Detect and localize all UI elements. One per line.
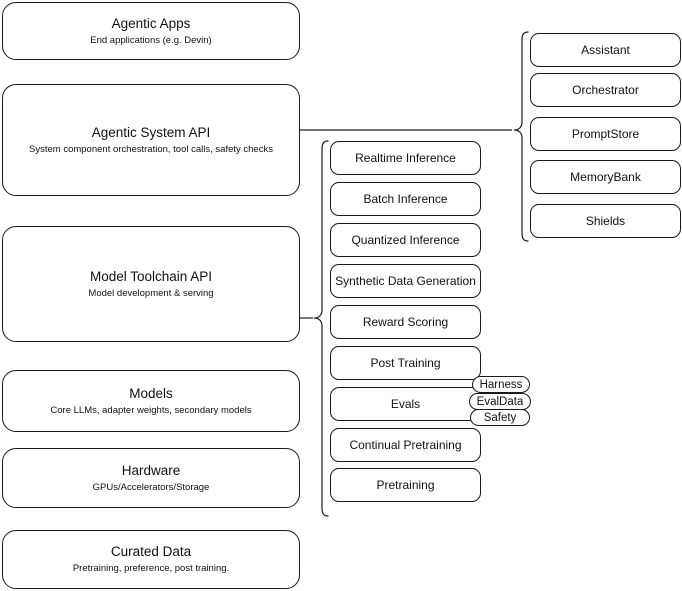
component-assistant[interactable]: Assistant: [530, 33, 681, 67]
layer-subtitle: Pretraining, preference, post training.: [72, 563, 230, 574]
component-label: Shields: [585, 213, 626, 228]
eval-tag-label: Safety: [483, 411, 517, 424]
layer-curated-data[interactable]: Curated Data Pretraining, preference, po…: [2, 530, 300, 589]
layer-subtitle: Model development & serving: [88, 287, 214, 299]
layer-subtitle: GPUs/Accelerators/Storage: [92, 481, 210, 493]
eval-tag-harness[interactable]: Harness: [472, 376, 530, 393]
layer-title: Models: [129, 385, 173, 401]
layer-models[interactable]: Models Core LLMs, adapter weights, secon…: [2, 370, 300, 432]
capability-realtime-inference[interactable]: Realtime Inference: [330, 141, 481, 175]
layer-title: Agentic System API: [91, 124, 211, 140]
eval-tag-evaldata[interactable]: EvalData: [469, 393, 531, 410]
component-label: MemoryBank: [570, 169, 641, 184]
component-shields[interactable]: Shields: [530, 204, 681, 238]
capability-label: Continual Pretraining: [349, 437, 462, 452]
layer-subtitle: Core LLMs, adapter weights, secondary mo…: [50, 404, 252, 416]
capability-synthetic-data-generation[interactable]: Synthetic Data Generation: [330, 264, 481, 298]
component-orchestrator[interactable]: Orchestrator: [530, 73, 681, 107]
capability-pretraining[interactable]: Pretraining: [330, 468, 481, 502]
layer-agentic-apps[interactable]: Agentic Apps End applications (e.g. Devi…: [2, 2, 300, 60]
layer-hardware[interactable]: Hardware GPUs/Accelerators/Storage: [2, 448, 300, 508]
layer-subtitle: End applications (e.g. Devin): [90, 34, 212, 46]
layer-agentic-system-api[interactable]: Agentic System API System component orch…: [2, 84, 300, 196]
capability-evals[interactable]: Evals: [330, 387, 481, 421]
component-label: PromptStore: [571, 126, 640, 141]
capability-label: Pretraining: [376, 477, 435, 492]
capability-label: Synthetic Data Generation: [335, 273, 476, 288]
capability-batch-inference[interactable]: Batch Inference: [330, 182, 481, 216]
component-memorybank[interactable]: MemoryBank: [530, 160, 681, 194]
capability-label: Quantized Inference: [351, 232, 460, 247]
capability-label: Post Training: [370, 355, 441, 370]
layer-title: Agentic Apps: [111, 15, 191, 31]
capability-post-training[interactable]: Post Training: [330, 346, 481, 380]
capability-quantized-inference[interactable]: Quantized Inference: [330, 223, 481, 257]
eval-tag-safety[interactable]: Safety: [470, 409, 530, 426]
layer-title: Model Toolchain API: [89, 268, 213, 284]
capability-continual-pretraining[interactable]: Continual Pretraining: [330, 428, 481, 462]
layer-title: Hardware: [121, 462, 181, 478]
eval-tag-label: Harness: [479, 378, 523, 391]
capability-label: Batch Inference: [363, 191, 448, 206]
eval-tag-label: EvalData: [476, 395, 524, 408]
component-label: Assistant: [581, 42, 630, 57]
layer-title: Curated Data: [110, 544, 192, 559]
component-label: Orchestrator: [572, 82, 639, 97]
capability-label: Realtime Inference: [355, 150, 456, 165]
capability-label: Reward Scoring: [362, 314, 449, 329]
component-promptstore[interactable]: PromptStore: [530, 117, 681, 151]
layer-model-toolchain-api[interactable]: Model Toolchain API Model development & …: [2, 226, 300, 342]
layer-subtitle: System component orchestration, tool cal…: [29, 143, 273, 155]
capability-reward-scoring[interactable]: Reward Scoring: [330, 305, 481, 339]
capability-label: Evals: [390, 396, 421, 411]
